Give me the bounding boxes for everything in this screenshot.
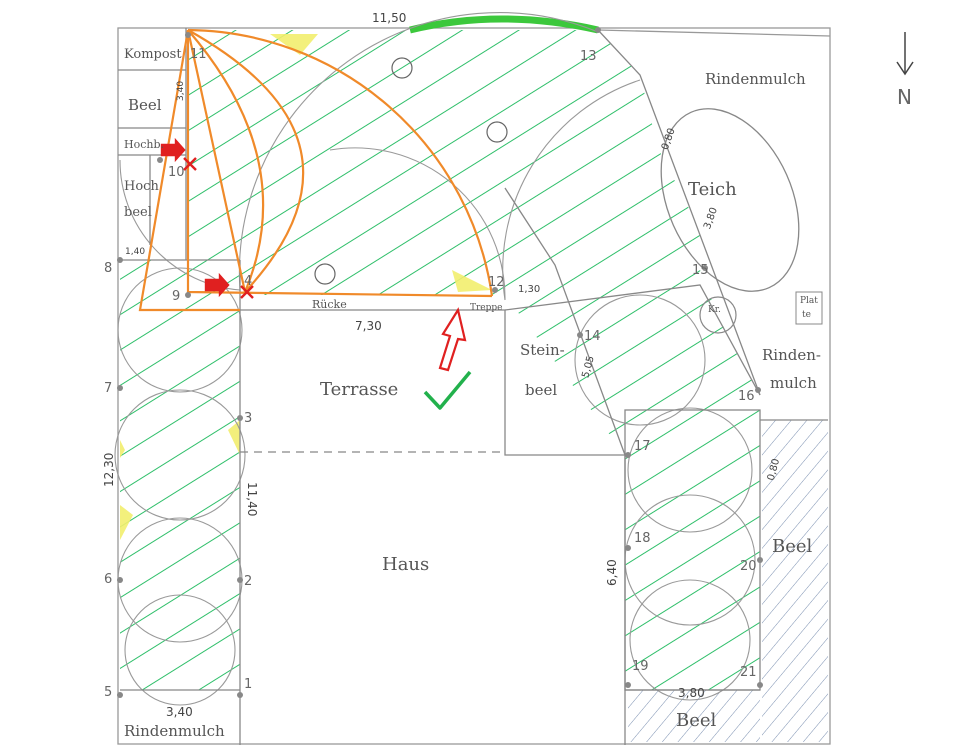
point-17: 17 bbox=[634, 439, 651, 454]
point-19: 19 bbox=[632, 659, 649, 674]
bed-hatch-right bbox=[628, 420, 828, 742]
dim-bottom-right: 3,80 bbox=[678, 686, 705, 700]
label-beel-bottom: Beel bbox=[676, 710, 717, 731]
label-beel-right: Beel bbox=[772, 536, 813, 557]
label-terrasse: Terrasse bbox=[320, 379, 398, 400]
trees bbox=[314, 57, 508, 285]
compass-arrow-icon bbox=[896, 32, 914, 76]
label-rindenmulch-bottom: Rindenmulch bbox=[124, 722, 225, 740]
yellow-patches bbox=[120, 34, 492, 540]
point-markers bbox=[117, 27, 763, 698]
label-hochbeel-small: Hochb. bbox=[124, 138, 164, 151]
point-5: 5 bbox=[104, 685, 112, 700]
dim-top-width: 11,50 bbox=[372, 11, 406, 25]
compass-label: N bbox=[897, 85, 912, 109]
check-mark bbox=[423, 370, 472, 410]
point-3: 3 bbox=[244, 411, 252, 426]
red-markers bbox=[160, 137, 254, 299]
rindenmulch-right-line1: Rinden- bbox=[762, 346, 821, 364]
label-steinbeel: Stein-beel bbox=[520, 341, 565, 399]
point-20: 20 bbox=[740, 559, 757, 574]
label-kraut: Kr. bbox=[708, 305, 721, 315]
point-9: 9 bbox=[172, 289, 180, 304]
label-haus: Haus bbox=[382, 554, 429, 575]
dim-right-bed: 6,40 bbox=[605, 559, 619, 586]
point-6: 6 bbox=[104, 572, 112, 587]
label-beel-left: Beel bbox=[128, 96, 162, 114]
house-outline bbox=[118, 28, 828, 745]
label-rindenmulch-top: Rindenmulch bbox=[705, 70, 806, 88]
label-teich: Teich bbox=[688, 179, 737, 200]
point-21: 21 bbox=[740, 665, 757, 680]
steinbeel-line2: beel bbox=[525, 381, 557, 399]
red-arrow bbox=[438, 307, 467, 372]
point-8: 8 bbox=[104, 261, 112, 276]
point-11: 11 bbox=[190, 47, 207, 62]
dim-small-130: 1,30 bbox=[518, 284, 540, 295]
platte-box bbox=[795, 291, 823, 325]
hochbeet-line1: Hoch bbox=[124, 179, 159, 194]
dim-bottom-left: 3,40 bbox=[166, 705, 193, 719]
label-hochbeet: Hoch beel bbox=[124, 179, 159, 220]
label-rindenmulch-right: Rinden-mulch bbox=[762, 346, 821, 392]
dim-house-height: 11,40 bbox=[245, 482, 259, 516]
dim-small-140: 1,40 bbox=[125, 247, 145, 257]
pond bbox=[660, 108, 800, 292]
dim-teich: 3,80 bbox=[702, 206, 720, 231]
point-14: 14 bbox=[584, 329, 601, 344]
point-7: 7 bbox=[104, 381, 112, 396]
label-platte: Plat te bbox=[800, 296, 818, 320]
label-ruecke: Rücke bbox=[312, 298, 347, 311]
pencil-circles bbox=[114, 12, 756, 706]
point-4: 4 bbox=[244, 274, 252, 289]
rindenmulch-right-line2: mulch bbox=[770, 374, 817, 392]
hochbeet-line2: beel bbox=[124, 205, 152, 220]
point-2: 2 bbox=[244, 574, 252, 589]
point-13: 13 bbox=[580, 49, 597, 64]
steinbeel-line1: Stein- bbox=[520, 341, 565, 359]
point-numbers: 1 2 3 4 5 6 7 8 9 10 11 12 13 14 15 16 1… bbox=[104, 47, 757, 700]
platte-line1: Plat bbox=[800, 296, 818, 306]
label-kompost: Kompost bbox=[124, 47, 182, 62]
point-15: 15 bbox=[692, 263, 709, 278]
point-12: 12 bbox=[488, 275, 505, 290]
label-treppe: Treppe bbox=[470, 303, 502, 313]
point-16: 16 bbox=[738, 389, 755, 404]
dim-terrace: 7,30 bbox=[355, 319, 382, 333]
dim-rinde: 0,80 bbox=[660, 127, 678, 152]
lawn-hatch bbox=[120, 30, 760, 690]
point-18: 18 bbox=[634, 531, 651, 546]
platte-line2: te bbox=[802, 310, 811, 320]
point-1: 1 bbox=[244, 677, 252, 692]
green-arc bbox=[409, 15, 599, 34]
point-10: 10 bbox=[168, 165, 185, 180]
dim-small-340: 3,40 bbox=[176, 81, 186, 101]
dim-left-height: 12,30 bbox=[102, 453, 116, 487]
small-circle-kraut bbox=[699, 296, 737, 334]
